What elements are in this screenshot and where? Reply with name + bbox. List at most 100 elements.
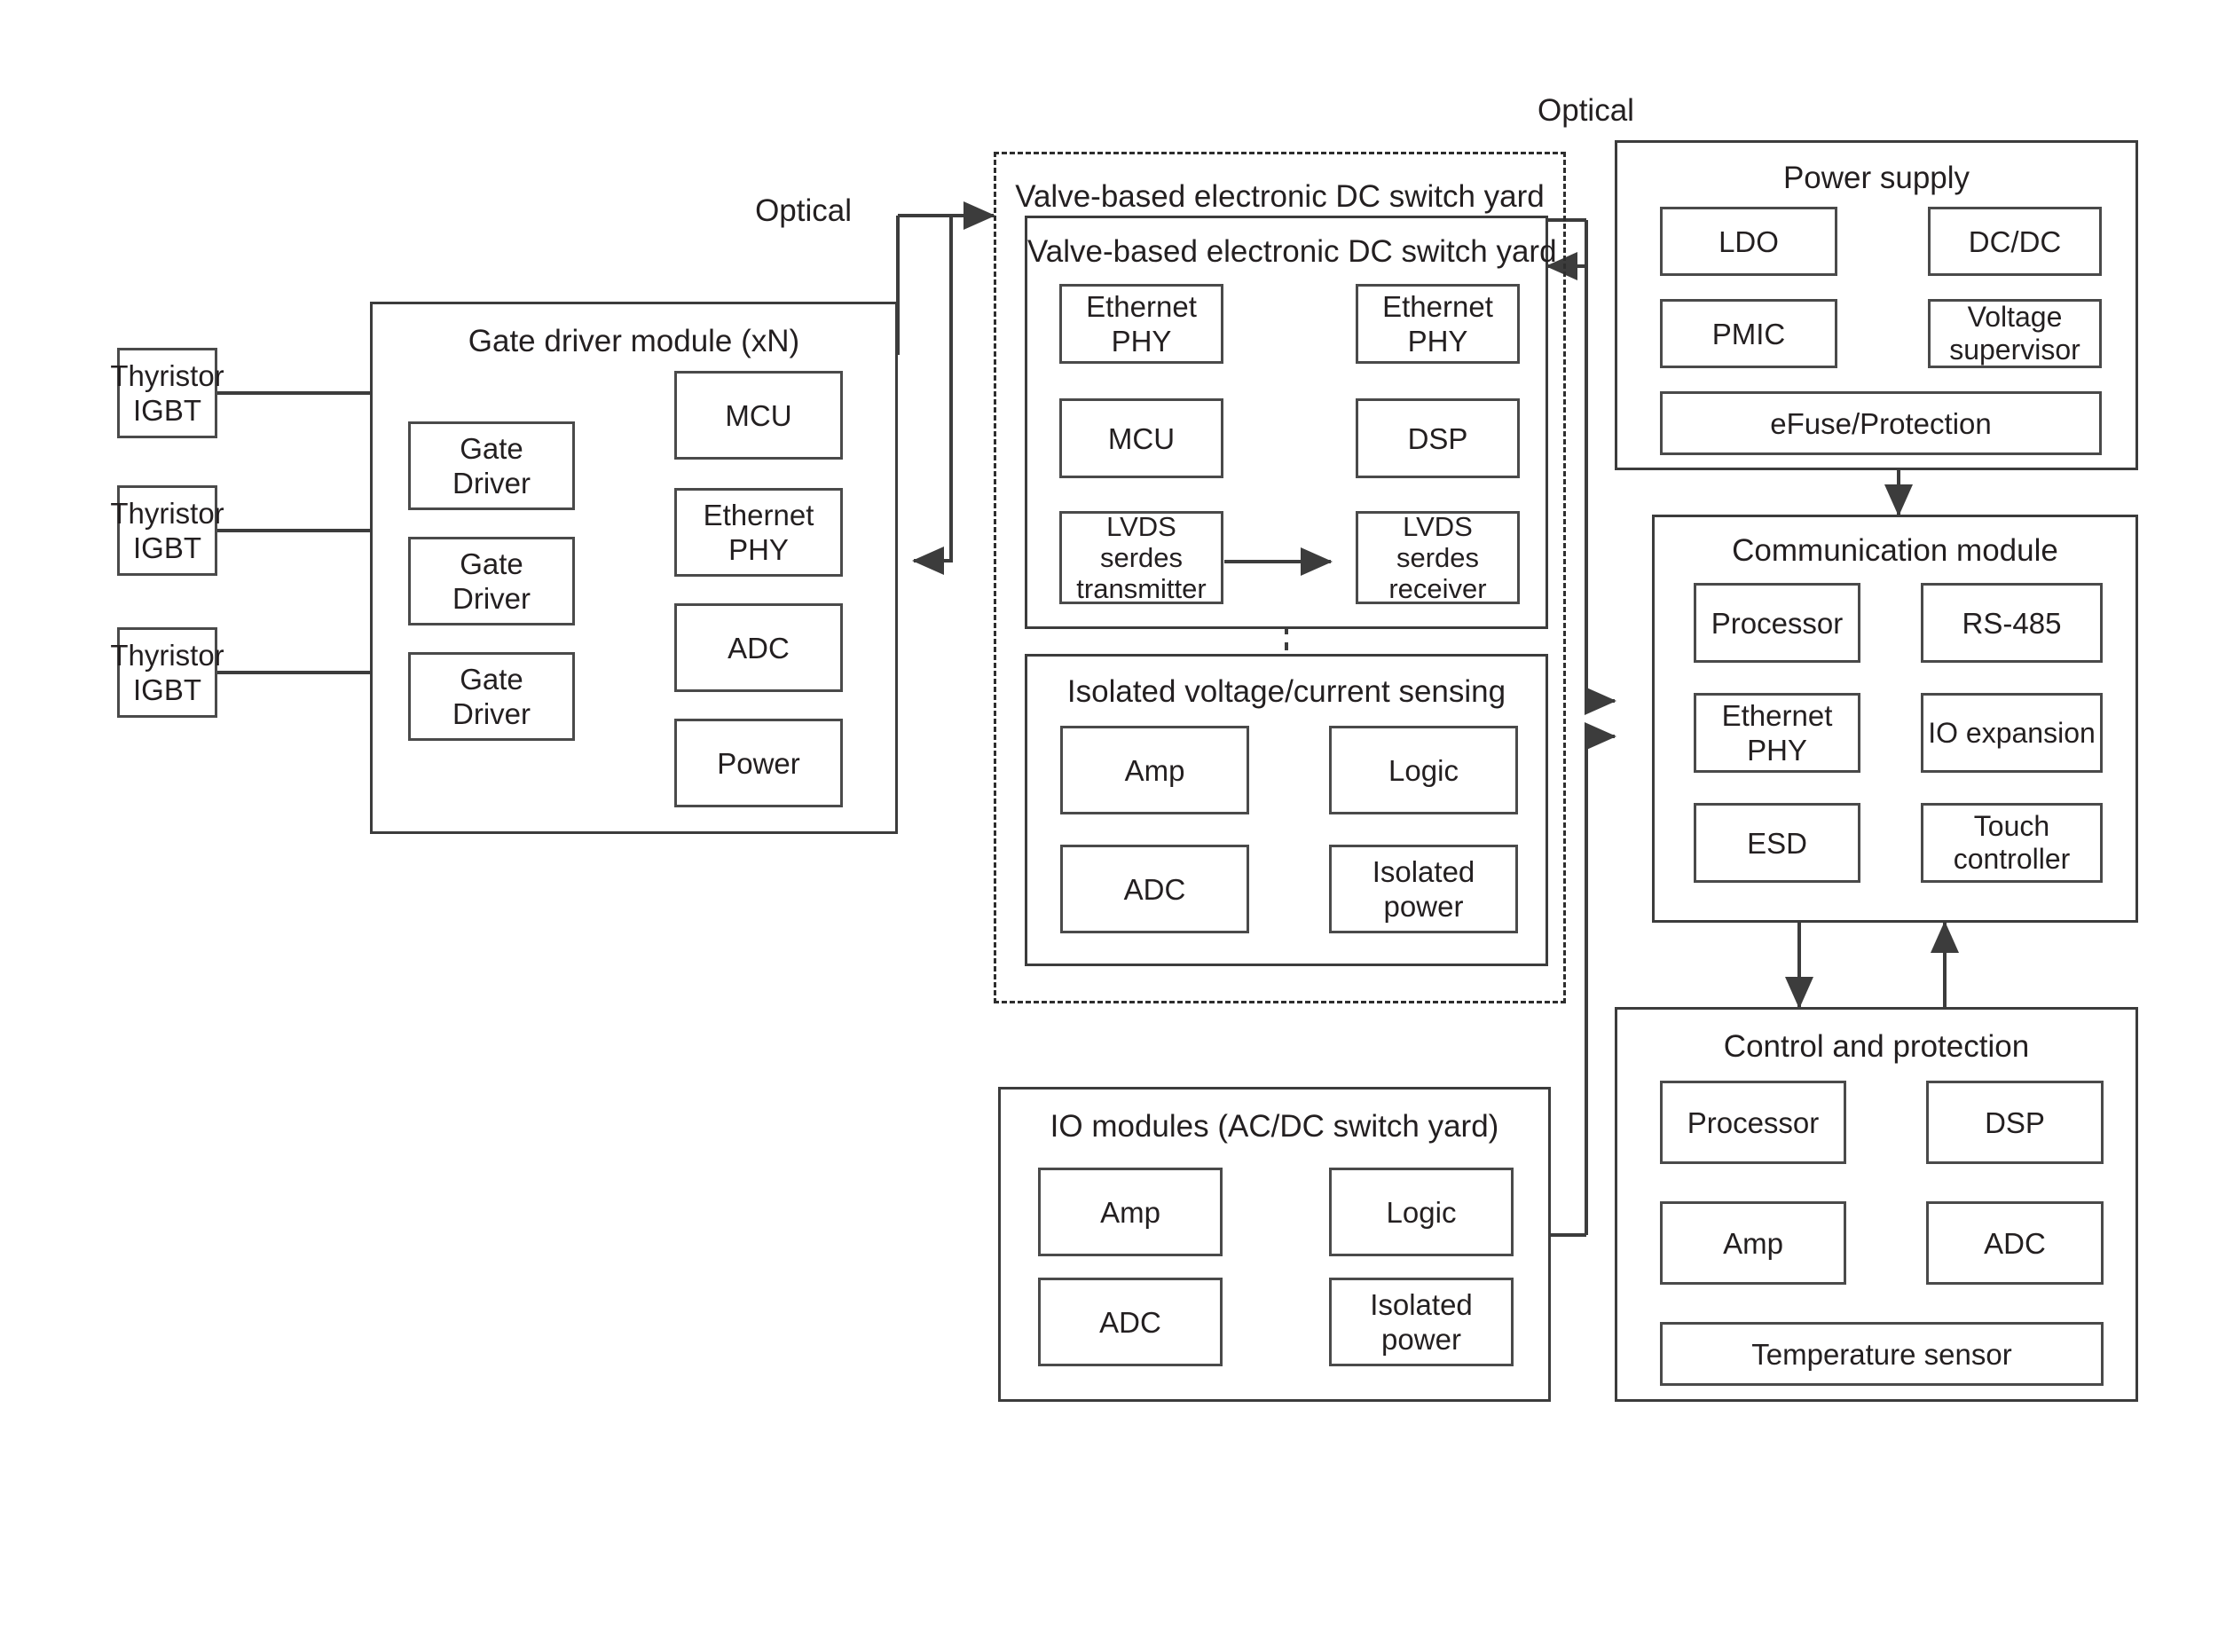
block-valveyard-mcu: MCU xyxy=(1059,398,1223,478)
block-label-line1: Power xyxy=(717,746,800,780)
block-ps-ldo: LDO xyxy=(1660,207,1837,276)
block-comm-rs485: RS-485 xyxy=(1921,583,2103,663)
block-cp-adc: ADC xyxy=(1926,1201,2104,1285)
block-label-line1: LVDS xyxy=(1403,511,1473,542)
block-io-isolated-power: Isolated power xyxy=(1329,1278,1514,1366)
group-title-control-protection: Control and protection xyxy=(1723,1029,2030,1064)
block-label-line1: Voltage xyxy=(1967,301,2063,333)
block-label-line1: Logic xyxy=(1386,1195,1457,1229)
block-label-line1: DSP xyxy=(1985,1105,2045,1139)
block-cp-dsp: DSP xyxy=(1926,1081,2104,1164)
group-valve-yard-inner: Valve-based electronic DC switch yard Et… xyxy=(1025,216,1557,629)
block-label-line1: ADC xyxy=(1984,1226,2046,1260)
block-label-line1: MCU xyxy=(725,398,792,432)
block-ps-efuse-protection: eFuse/Protection xyxy=(1660,391,2102,455)
block-label-line1: IO expansion xyxy=(1928,716,2096,749)
block-label-line2: supervisor xyxy=(1949,334,2080,366)
block-label-line1: DSP xyxy=(1407,421,1468,455)
block-label-line3: receiver xyxy=(1388,573,1487,604)
block-label-line1: Logic xyxy=(1388,753,1459,787)
group-valve-yard-outer: Valve-based electronic DC switch yard xyxy=(994,152,1566,1003)
block-comm-ethernet-phy: Ethernet PHY xyxy=(1694,693,1860,773)
block-label-line1: Gate xyxy=(460,432,523,465)
block-label-line2: power xyxy=(1383,890,1464,923)
block-thyristor-igbt-3: Thyristor IGBT xyxy=(110,627,224,718)
block-valveyard-lvds-receiver: LVDS serdes receiver xyxy=(1356,511,1520,604)
block-label-line1: Temperature sensor xyxy=(1751,1337,2012,1371)
block-label-line2: serdes xyxy=(1099,542,1184,573)
block-comm-esd: ESD xyxy=(1694,803,1860,883)
block-label-line2: serdes xyxy=(1396,542,1480,573)
block-label-line2: PHY xyxy=(1111,325,1172,358)
block-label-line1: Processor xyxy=(1711,606,1844,640)
group-power-supply: Power supply LDO PMIC DC/DC Voltage supe… xyxy=(1615,140,2138,470)
block-cp-processor: Processor xyxy=(1660,1081,1846,1164)
block-label-line2: Driver xyxy=(452,582,531,615)
block-label-line2: power xyxy=(1381,1323,1461,1356)
block-valveyard-lvds-transmitter: LVDS serdes transmitter xyxy=(1059,511,1223,604)
block-ps-dcdc: DC/DC xyxy=(1928,207,2102,276)
label-optical-left: Optical xyxy=(755,193,852,228)
block-label-line1: Gate xyxy=(460,663,523,696)
block-comm-touch-controller: Touch controller xyxy=(1921,803,2103,883)
group-io-modules: IO modules (AC/DC switch yard) Amp ADC L… xyxy=(998,1087,1551,1402)
block-label-line2: Driver xyxy=(452,697,531,730)
block-io-amp: Amp xyxy=(1038,1168,1223,1256)
block-label-line1: Touch xyxy=(1973,810,2050,842)
block-label-line1: Processor xyxy=(1687,1105,1820,1139)
block-label-line1: ADC xyxy=(728,631,790,665)
block-label-line1: LDO xyxy=(1719,224,1779,258)
block-thyristor-igbt-1: Thyristor IGBT xyxy=(110,348,224,438)
block-gdm-power: Power xyxy=(674,719,843,807)
block-valveyard-dsp: DSP xyxy=(1356,398,1520,478)
block-label-line1: Thyristor xyxy=(110,359,224,392)
block-thyristor-igbt-2: Thyristor IGBT xyxy=(110,485,224,576)
block-label-line1: Thyristor xyxy=(110,639,224,672)
block-gate-driver-1: Gate Driver xyxy=(408,421,575,510)
block-cp-temperature-sensor: Temperature sensor xyxy=(1660,1322,2104,1386)
block-label-line1: Thyristor xyxy=(110,497,224,530)
group-title-isolated-sensing: Isolated voltage/current sensing xyxy=(1066,674,1506,709)
block-label-line1: Amp xyxy=(1124,753,1185,787)
group-title-gate-driver-module: Gate driver module (xN) xyxy=(468,324,800,358)
block-sensing-adc: ADC xyxy=(1060,845,1249,933)
block-label-line2: PHY xyxy=(1407,325,1468,358)
block-label-line1: Gate xyxy=(460,547,523,580)
group-title-io-modules: IO modules (AC/DC switch yard) xyxy=(1050,1109,1499,1144)
block-label-line2: Driver xyxy=(452,467,531,500)
group-title-communication-module: Communication module xyxy=(1732,533,2058,568)
block-label-line1: LVDS xyxy=(1106,511,1176,542)
block-label-line1: Ethernet xyxy=(1086,290,1197,323)
block-comm-io-expansion: IO expansion xyxy=(1921,693,2103,773)
block-ps-voltage-supervisor: Voltage supervisor xyxy=(1928,299,2102,368)
block-label-line2: IGBT xyxy=(132,531,201,564)
block-label-line1: Amp xyxy=(1100,1195,1160,1229)
block-gate-driver-3: Gate Driver xyxy=(408,652,575,741)
block-valveyard-ethernet-phy-right: Ethernet PHY xyxy=(1356,284,1520,364)
block-label-line1: Ethernet xyxy=(703,499,814,531)
group-gate-driver-module: Gate driver module (xN) Gate Driver Gate… xyxy=(370,302,898,834)
block-label-line1: Isolated xyxy=(1370,1288,1473,1321)
block-label-line1: DC/DC xyxy=(1968,224,2062,258)
block-io-adc: ADC xyxy=(1038,1278,1223,1366)
block-label-line2: IGBT xyxy=(132,673,201,706)
block-label-line2: PHY xyxy=(1747,734,1807,767)
group-title-power-supply: Power supply xyxy=(1782,161,1970,195)
block-label-line1: ESD xyxy=(1747,826,1807,860)
group-title-valve-yard-outer: Valve-based electronic DC switch yard xyxy=(1015,179,1545,214)
label-optical-top: Optical xyxy=(1538,93,1634,128)
block-sensing-isolated-power: Isolated power xyxy=(1329,845,1518,933)
block-label-line1: Isolated xyxy=(1372,855,1475,888)
block-label-line1: PMIC xyxy=(1711,317,1786,350)
block-label-line2: PHY xyxy=(728,533,789,566)
block-label-line1: ADC xyxy=(1123,872,1186,906)
block-label-line1: MCU xyxy=(1107,421,1176,455)
block-io-logic: Logic xyxy=(1329,1168,1514,1256)
block-gate-driver-2: Gate Driver xyxy=(408,537,575,625)
block-ps-pmic: PMIC xyxy=(1660,299,1837,368)
block-label-line1: Amp xyxy=(1723,1226,1783,1260)
wire-optical-downlink-seg xyxy=(945,216,953,562)
block-gdm-adc: ADC xyxy=(674,603,843,692)
group-isolated-sensing: Isolated voltage/current sensing Amp ADC… xyxy=(1025,654,1548,966)
